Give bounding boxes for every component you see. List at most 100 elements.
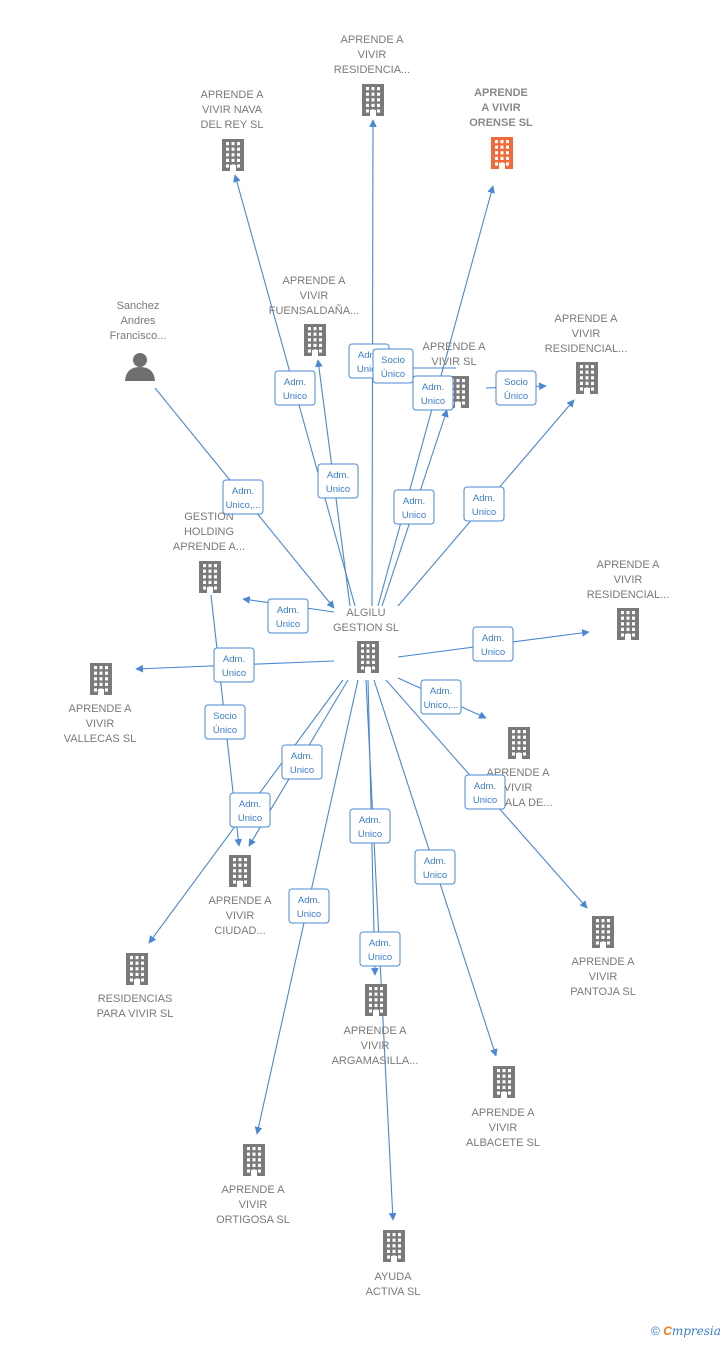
node-central[interactable]: ALGILU GESTION SL (333, 607, 399, 673)
building-icon (90, 663, 112, 695)
node-label-line: APRENDE A (472, 1107, 536, 1119)
node-residencial2[interactable]: APRENDE AVIVIRRESIDENCIAL... (587, 559, 670, 640)
node-label-line: APRENDE A (283, 275, 347, 287)
node-label-line: APRENDE (474, 87, 528, 99)
node-fuensaldana[interactable]: APRENDE AVIVIRFUENSALDAÑA... (269, 275, 359, 356)
relation-badge[interactable]: Adm. Unico (274, 370, 316, 406)
relation-label: Adm. (298, 895, 320, 906)
building-icon (383, 1230, 405, 1262)
node-residencial1[interactable]: APRENDE AVIVIRRESIDENCIAL... (545, 313, 628, 394)
node-label-line: ALGILU (346, 607, 385, 619)
node-label-line: RESIDENCIA... (334, 64, 410, 76)
building-icon (493, 1066, 515, 1098)
relation-label: Adm. (284, 377, 306, 388)
node-label-line: VIVIR (589, 971, 618, 983)
node-label-line: Sanchez (117, 300, 160, 312)
relation-badge[interactable]: Adm.Unico (213, 647, 255, 683)
node-label-line: APRENDE A (69, 703, 133, 715)
relation-badge[interactable]: Adm.Unico (317, 463, 359, 499)
node-label-line: Francisco... (110, 330, 167, 342)
relation-badge[interactable]: Adm.Unico (229, 792, 271, 828)
relation-badge[interactable]: Adm. Unico (267, 598, 309, 634)
building-icon (365, 984, 387, 1016)
node-residencia_top[interactable]: APRENDE AVIVIRRESIDENCIA... (334, 34, 410, 116)
relation-label: Unico (402, 510, 426, 521)
relation-label: Unico (283, 391, 307, 402)
node-label-line: APRENDE A (572, 956, 636, 968)
copyright-icon: © (651, 1324, 660, 1338)
relation-badge[interactable]: Adm.Unico (472, 626, 514, 662)
node-label-line: VIVIR SL (431, 356, 476, 368)
building-icon (362, 84, 384, 116)
node-label-line: APRENDE A (341, 34, 405, 46)
building-icon (592, 916, 614, 948)
building-icon (243, 1144, 265, 1176)
building-icon (491, 137, 513, 169)
relation-label: Unico (276, 619, 300, 630)
relation-label: Adm. (430, 686, 452, 697)
relation-badge[interactable]: Adm.Unico (281, 744, 323, 780)
node-pantoja[interactable]: APRENDE A VIVIR PANTOJA SL (570, 916, 636, 998)
node-label-line: VIVIR NAVA (202, 104, 263, 116)
relation-badge[interactable]: Adm.Unico (414, 849, 456, 885)
node-ciudad[interactable]: APRENDE AVIVIRCIUDAD... (209, 855, 273, 937)
node-label-line: A VIVIR (481, 102, 520, 114)
relation-badge[interactable]: Adm.Unico (412, 375, 454, 411)
brand-logo-text: mpresia (671, 1324, 721, 1338)
node-label-line: VALLECAS SL (64, 733, 137, 745)
relation-label: Unico (481, 647, 505, 658)
node-label-line: PARA VIVIR SL (97, 1008, 174, 1020)
relation-badge[interactable]: Adm.Unico (359, 931, 401, 967)
relation-label: Unico (326, 484, 350, 495)
relation-label: Adm. (277, 605, 299, 616)
relation-label: Unico (368, 952, 392, 963)
relation-label: Adm. (473, 493, 495, 504)
relation-badge[interactable]: Adm.Unico (463, 486, 505, 522)
relation-label: Adm. (223, 654, 245, 665)
node-label-line: PANTOJA SL (570, 986, 636, 998)
node-label-line: VIVIR (226, 910, 255, 922)
node-argamasilla[interactable]: APRENDE AVIVIRARGAMASILLA... (332, 984, 419, 1067)
building-icon (576, 362, 598, 394)
relation-label: Unico (238, 813, 262, 824)
building-icon (508, 727, 530, 759)
node-label-line: VIVIR (361, 1040, 390, 1052)
building-icon (126, 953, 148, 985)
node-label-line: RESIDENCIAS (98, 993, 173, 1005)
node-label-line: APRENDE A (597, 559, 661, 571)
relation-badge[interactable]: Adm.Unico,... (222, 479, 264, 515)
brand-footer[interactable]: © Cmpresia (651, 1324, 721, 1338)
node-label-line: ORTIGOSA SL (216, 1214, 290, 1226)
node-sanchez[interactable]: SanchezAndresFrancisco... (110, 300, 167, 381)
relation-label: Unico (358, 829, 382, 840)
relation-label: Adm. (232, 486, 254, 497)
node-residencias[interactable]: RESIDENCIAS PARA VIVIR SL (97, 953, 174, 1020)
building-icon (199, 561, 221, 593)
relation-label: Adm. (424, 856, 446, 867)
relation-badge[interactable]: Adm. Unico (349, 808, 391, 844)
relation-badge[interactable]: Adm.Unico (464, 774, 506, 810)
relation-label: Adm. (359, 815, 381, 826)
building-icon (304, 324, 326, 356)
relation-badge[interactable]: Adm.Unico (393, 489, 435, 525)
relation-badge[interactable]: Adm.Unico,... (420, 679, 462, 715)
node-label-line: RESIDENCIAL... (545, 343, 628, 355)
node-label-line: APRENDE A (201, 89, 265, 101)
building-icon (229, 855, 251, 887)
node-label-line: GESTION SL (333, 622, 399, 634)
node-label-line: RESIDENCIAL... (587, 589, 670, 601)
relation-label: Unico (290, 765, 314, 776)
node-label-line: APRENDE A (222, 1184, 286, 1196)
relation-badge[interactable]: Adm.Unico (288, 888, 330, 924)
